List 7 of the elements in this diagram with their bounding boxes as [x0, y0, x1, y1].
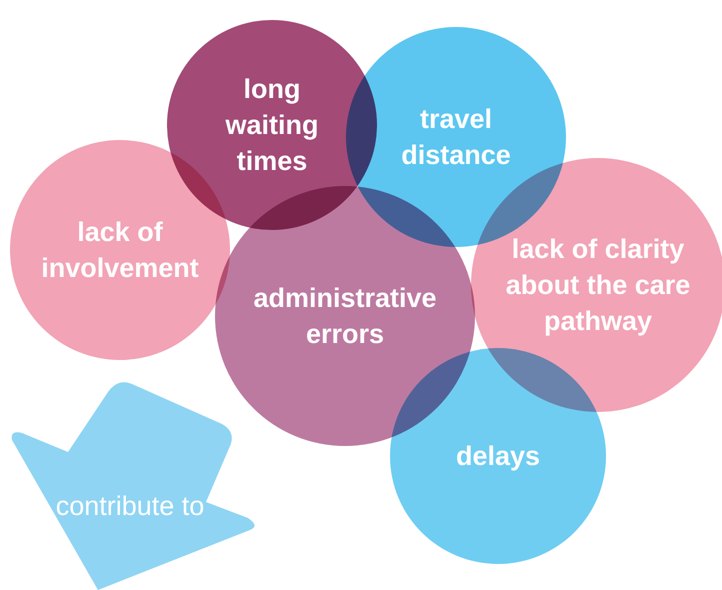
arrow-label: contribute to — [56, 490, 204, 523]
circle-label: delays — [456, 440, 540, 473]
circle-label: lack of involvement — [40, 216, 200, 285]
circle-label: administrative errors — [252, 282, 438, 351]
circle-label: lack of clarity about the care pathway — [504, 233, 692, 338]
circle-label: travel distance — [400, 103, 512, 172]
circle-label: long waiting times — [224, 73, 320, 178]
